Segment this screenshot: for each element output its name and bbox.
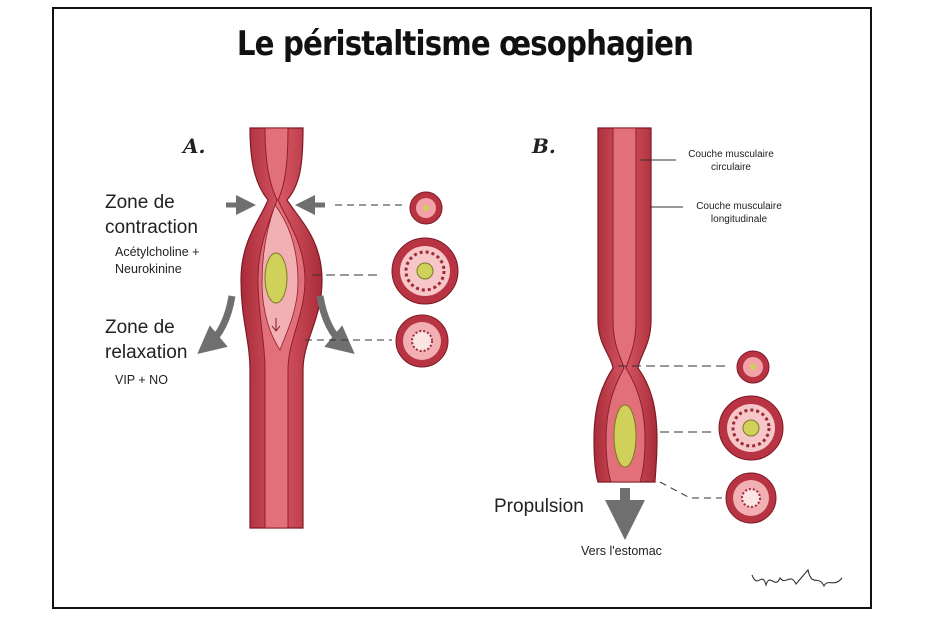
longitudinal-layer-label-line1: Couche musculaire (696, 201, 782, 212)
cross-section-relaxed (395, 314, 449, 368)
relaxation-label-line1: Zone de (105, 317, 175, 338)
contraction-label-line2: contraction (105, 217, 198, 238)
relaxation-agents: VIP + NO (115, 373, 168, 387)
cross-section-contracted-b (736, 350, 770, 384)
panel-b-letter: B. (532, 134, 556, 158)
contraction-agents-line1: Acétylcholine + (115, 245, 200, 259)
esophagus-b (593, 127, 658, 483)
cross-section-bolus-b (718, 395, 784, 461)
longitudinal-layer-label-line2: longitudinale (710, 214, 768, 225)
destination-label: Vers l'estomac (581, 544, 662, 558)
cross-section-relaxed-b (725, 472, 777, 524)
contraction-label-line1: Zone de (105, 192, 175, 213)
leader-line (659, 481, 722, 499)
cross-section-contracted (409, 191, 443, 225)
relaxation-label-line2: relaxation (105, 342, 188, 363)
esophagus-a (240, 127, 323, 529)
page-title: Le péristaltisme œsophagien (236, 24, 694, 64)
propulsion-label: Propulsion (494, 496, 584, 517)
circular-layer-label-line1: Couche musculaire (688, 149, 774, 160)
panel-a-letter: A. (183, 134, 206, 158)
cross-section-bolus (391, 237, 459, 305)
signature-mark (751, 568, 843, 588)
relaxation-arrow-right (316, 295, 355, 354)
circular-layer-label-line2: circulaire (710, 162, 751, 173)
relaxation-arrow-left (197, 295, 236, 354)
contraction-agents-line2: Neurokinine (115, 262, 182, 276)
